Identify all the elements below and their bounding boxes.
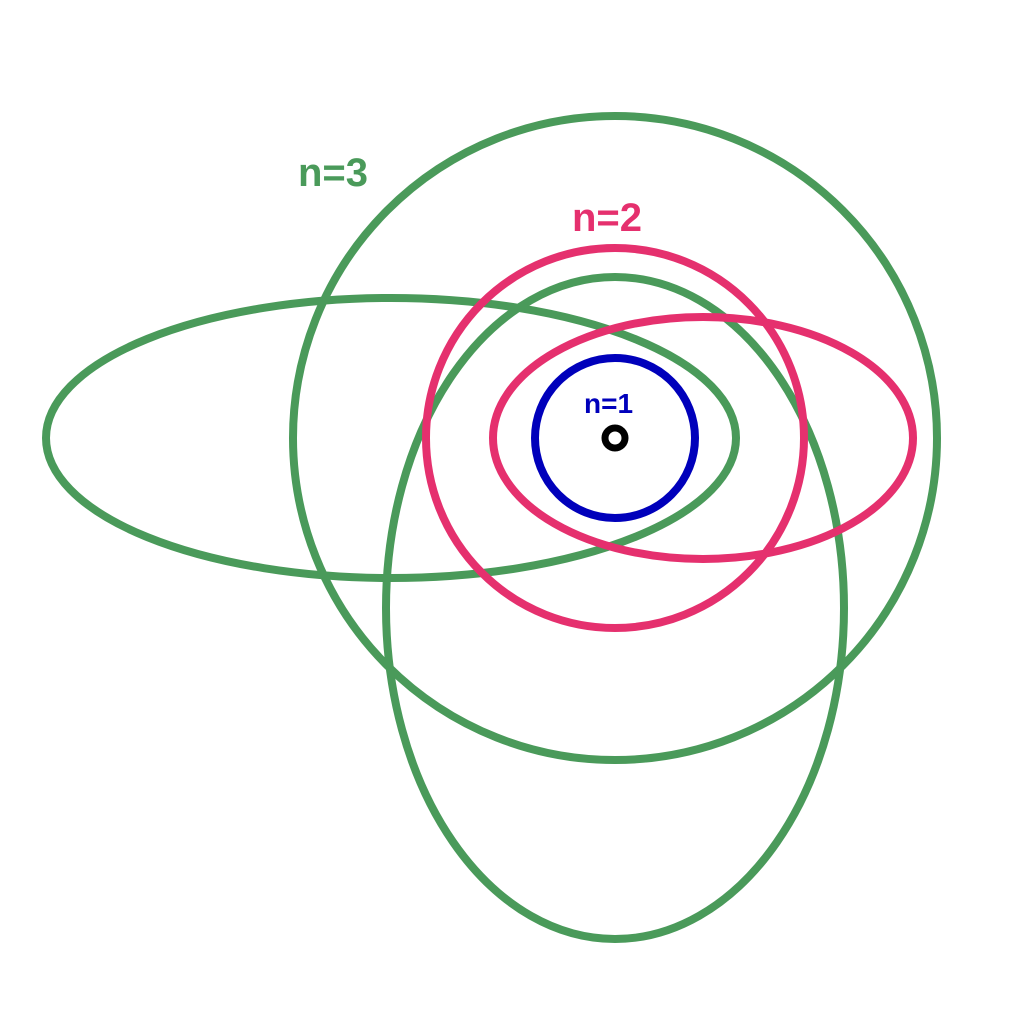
nucleus-icon — [601, 424, 629, 452]
orbit-n3-circular — [289, 112, 941, 764]
orbit-n3-vertical-ellipse — [382, 273, 848, 943]
label-n3: n=3 — [298, 151, 368, 195]
label-n2: n=2 — [572, 196, 642, 240]
orbit-n3-horizontal-ellipse — [42, 294, 740, 582]
orbit-n2-ellipse — [489, 313, 917, 563]
orbit-n2-circular — [422, 244, 808, 632]
label-n1: n=1 — [584, 388, 633, 419]
orbit-n1-circular — [531, 354, 699, 522]
